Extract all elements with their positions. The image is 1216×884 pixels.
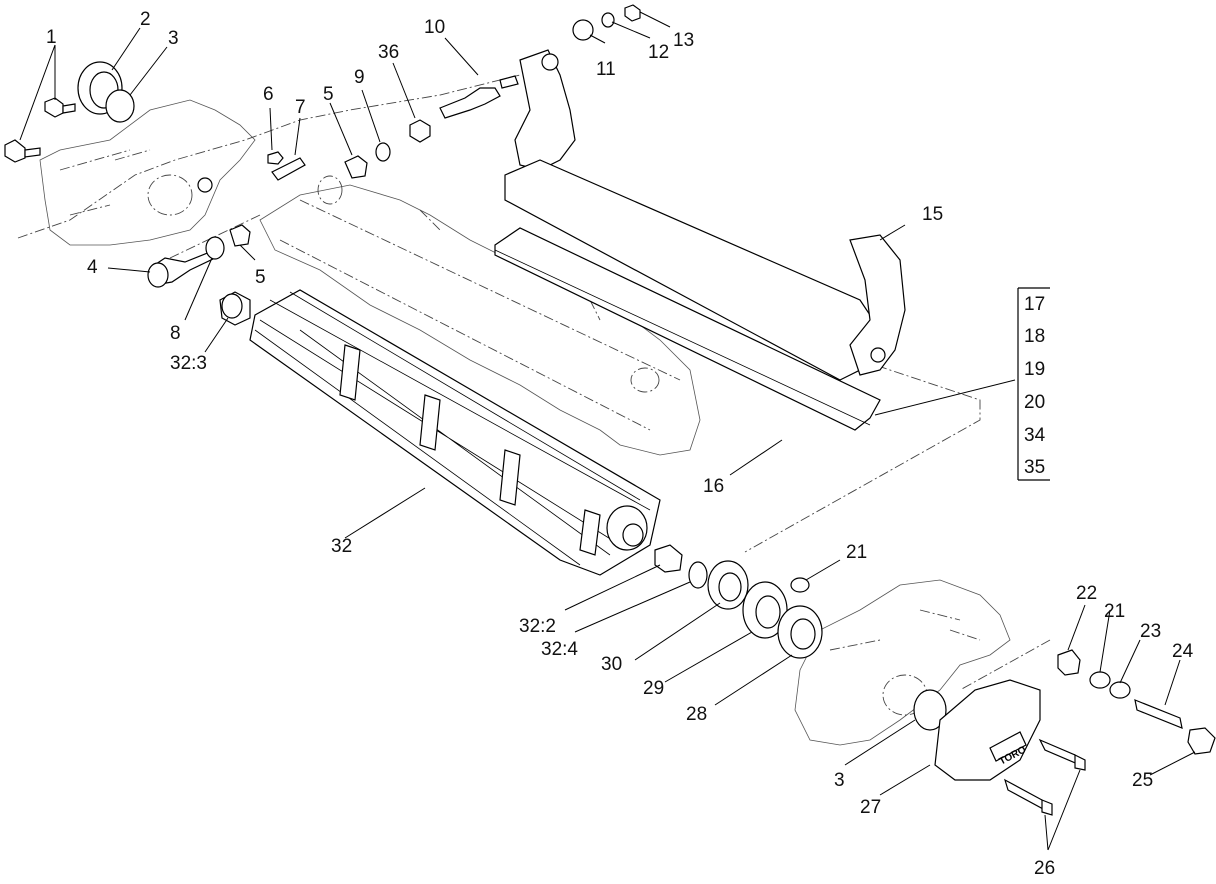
label-7: 7 — [295, 97, 306, 118]
label-13: 13 — [673, 30, 694, 51]
label-19: 19 — [1024, 359, 1045, 380]
label-3: 3 — [168, 28, 179, 49]
kit-bracket — [1017, 287, 1050, 481]
label-2: 2 — [140, 9, 151, 30]
label-32-3: 32:3 — [170, 353, 207, 374]
label-32-2: 32:2 — [519, 616, 556, 637]
label-8: 8 — [170, 323, 181, 344]
label-20: 20 — [1024, 392, 1045, 413]
label-36: 36 — [378, 42, 399, 63]
label-16: 16 — [703, 476, 724, 497]
label-30: 30 — [601, 654, 622, 675]
label-4: 4 — [87, 257, 98, 278]
label-32-4: 32:4 — [541, 639, 578, 660]
label-26: 26 — [1034, 858, 1055, 879]
label-21a: 21 — [846, 542, 867, 563]
label-34: 34 — [1024, 425, 1046, 446]
label-1: 1 — [46, 27, 57, 48]
label-18: 18 — [1024, 326, 1045, 347]
label-29: 29 — [643, 678, 664, 699]
label-27: 27 — [860, 797, 881, 818]
label-35: 35 — [1024, 457, 1045, 478]
phantom-left-side-plate — [39, 99, 256, 246]
left-hardware — [4, 4, 641, 288]
label-3b: 3 — [834, 770, 845, 791]
label-11: 11 — [596, 59, 616, 80]
label-10: 10 — [424, 17, 445, 38]
bedknife-blade — [494, 227, 881, 431]
label-5a: 5 — [323, 84, 334, 105]
reel-bearing-32-3 — [219, 291, 251, 326]
label-15: 15 — [922, 204, 943, 225]
label-22: 22 — [1076, 583, 1097, 604]
label-24: 24 — [1172, 641, 1194, 662]
label-17: 17 — [1024, 294, 1045, 315]
bedknife-support — [504, 49, 906, 381]
phantom-frame-bar — [259, 175, 701, 456]
label-25: 25 — [1132, 770, 1153, 791]
label-6: 6 — [263, 84, 274, 105]
reel-assembly — [249, 289, 661, 576]
leader-lines — [19, 11, 1196, 851]
part-labels: 1 2 3 6 7 5 9 36 10 11 12 13 15 17 18 19… — [46, 9, 1194, 879]
label-23: 23 — [1140, 621, 1161, 642]
label-9: 9 — [354, 67, 365, 88]
label-5b: 5 — [255, 267, 266, 288]
label-21b: 21 — [1104, 601, 1125, 622]
right-hardware — [654, 544, 1216, 816]
label-12: 12 — [648, 42, 669, 63]
label-28: 28 — [686, 704, 707, 725]
label-32: 32 — [331, 536, 352, 557]
